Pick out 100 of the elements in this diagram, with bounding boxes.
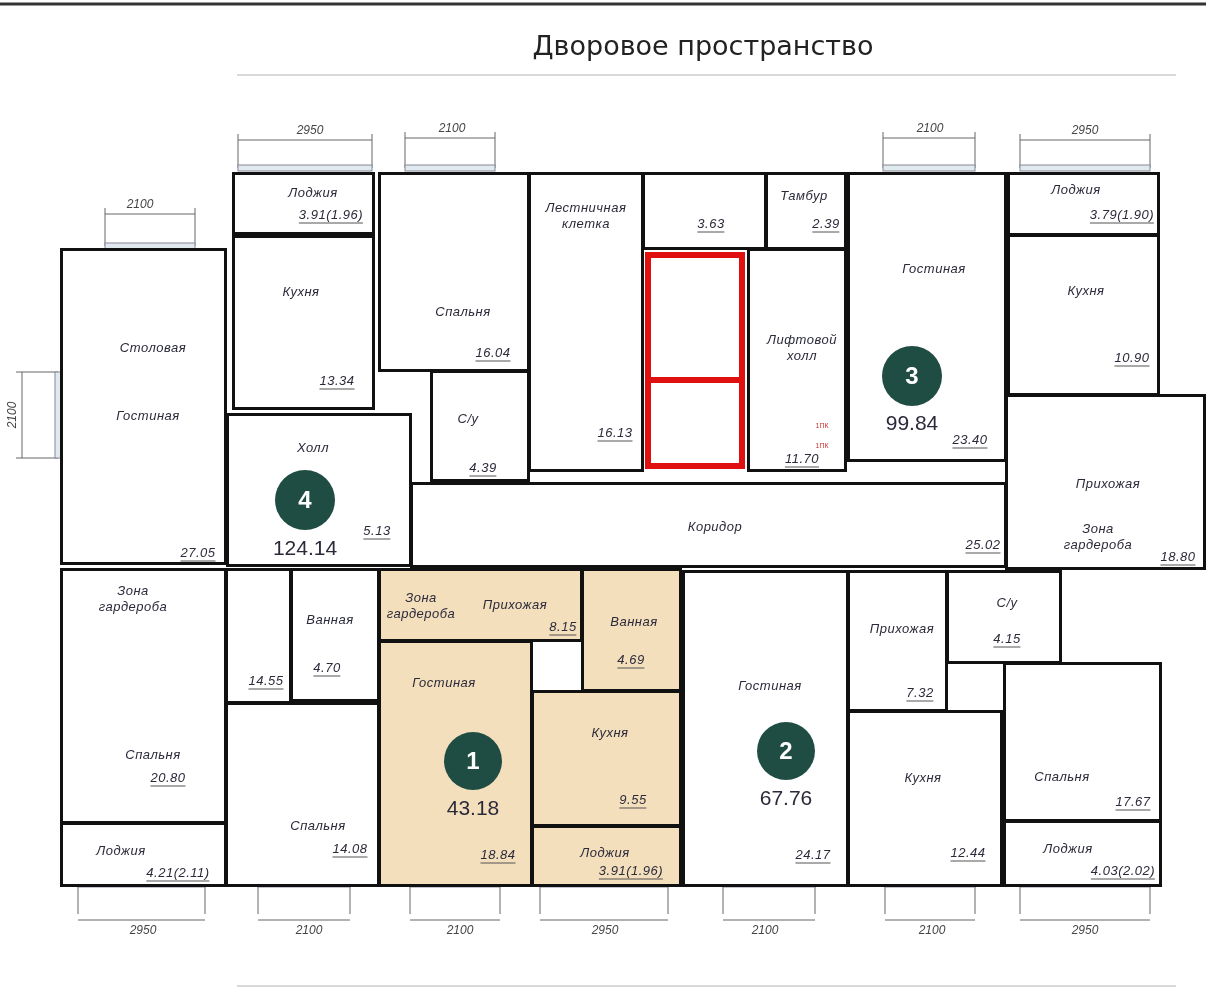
room-name: Холл [297, 440, 329, 456]
room-name: Кухня [904, 770, 942, 786]
room-area: 25.02 [965, 536, 1001, 554]
room [430, 370, 530, 482]
dimension-label: 2100 [295, 923, 323, 937]
room-area: 17.67 [1115, 793, 1151, 811]
room-name: Прихожая [482, 597, 548, 613]
page-title: Дворовое пространство [532, 29, 874, 61]
room-area: 9.55 [619, 791, 647, 809]
room-name: Лифтовой холл [765, 332, 838, 364]
room-area: 7.32 [906, 684, 934, 702]
room [378, 640, 533, 887]
room-area: 4.15 [993, 630, 1021, 648]
room [765, 172, 847, 250]
room-area: 27.05 [180, 544, 216, 562]
room [946, 570, 1062, 664]
room [1003, 662, 1162, 822]
room-area: 5.13 [363, 522, 391, 540]
room [747, 248, 847, 472]
room-name: Кухня [591, 725, 629, 741]
dimension-label: 2950 [296, 123, 324, 137]
room [226, 413, 412, 567]
room [847, 570, 948, 712]
dimension-label: 2100 [918, 923, 946, 937]
room [1007, 234, 1160, 396]
room-area: 3.79(1.90) [1089, 206, 1155, 224]
apartment-area: 124.14 [272, 536, 338, 560]
room-area: 10.90 [1114, 349, 1150, 367]
room [1005, 394, 1206, 570]
room-name: Гостиная [902, 261, 966, 277]
room-name: Лоджия [1051, 182, 1101, 198]
apartment-number-badge: 3 [882, 346, 942, 406]
room-name: Ванная [306, 612, 354, 628]
dimension-label: 2950 [591, 923, 619, 937]
room [232, 172, 375, 235]
room-name: Спальня [290, 818, 346, 834]
room-area: 8.15 [549, 618, 577, 636]
room-name: Прихожая [1075, 476, 1141, 492]
room-name: Ванная [610, 614, 658, 630]
room [378, 568, 583, 642]
room-name: Зона гардероба [97, 583, 169, 615]
room [60, 822, 227, 887]
room-area: 11.70 [784, 450, 820, 468]
room-area: 3.91(1.96) [598, 862, 664, 880]
room-area: 16.04 [475, 344, 511, 362]
dimension-label: 2100 [751, 923, 779, 937]
room-area: 18.80 [1160, 548, 1196, 566]
room-name: Лоджия [96, 843, 146, 859]
room-name: Зона гардероба [385, 590, 457, 622]
room-name: Лестничная клетка [544, 200, 628, 232]
room-name: Лоджия [580, 845, 630, 861]
room-area: 4.69 [617, 651, 645, 669]
dimension-label: 2100 [916, 121, 944, 135]
room [1003, 820, 1162, 887]
apartment-number-badge: 1 [444, 732, 502, 790]
room-area: 14.08 [332, 840, 368, 858]
room-name: Столовая [119, 340, 187, 356]
dimension-label: 2100 [126, 197, 154, 211]
room-area: 16.13 [597, 424, 633, 442]
room-name: С/у [996, 595, 1018, 611]
dimension-label: 2950 [1071, 923, 1099, 937]
room-area: 18.84 [480, 846, 516, 864]
dimension-label: 2100 [438, 121, 466, 135]
room-name: Гостиная [116, 408, 180, 424]
dimension-label: 2100 [5, 401, 19, 429]
room-area: 4.70 [313, 659, 341, 677]
room-name: Спальня [125, 747, 181, 763]
room [847, 710, 1003, 887]
room-area: 4.03(2.02) [1090, 862, 1156, 880]
room-area: 13.34 [319, 372, 355, 390]
room [378, 172, 530, 372]
room-area: 3.91(1.96) [298, 206, 364, 224]
apartment-number-badge: 4 [275, 470, 335, 530]
room [1007, 172, 1160, 236]
room [682, 570, 849, 887]
apartment-area: 99.84 [885, 411, 939, 435]
dimension-label: 2950 [129, 923, 157, 937]
room-name: Гостиная [738, 678, 802, 694]
room [531, 690, 682, 827]
room [847, 172, 1007, 462]
room-area: 14.55 [248, 672, 284, 690]
room-name: Зона гардероба [1062, 521, 1134, 553]
room-area: 23.40 [952, 431, 988, 449]
room-area: 3.63 [697, 215, 725, 233]
room-name: Гостиная [412, 675, 476, 691]
room [531, 825, 682, 887]
room-name: С/у [457, 411, 479, 427]
room-name: Спальня [435, 304, 491, 320]
room [232, 235, 375, 410]
apartment-number-badge: 2 [757, 722, 815, 780]
room-name: Лоджия [1043, 841, 1093, 857]
room-name: Тамбур [780, 188, 828, 204]
room-area: 4.21(2.11) [146, 864, 210, 882]
room [290, 568, 380, 702]
room-name: Кухня [282, 284, 320, 300]
room-name: Прихожая [869, 621, 935, 637]
dimension-label: 2100 [446, 923, 474, 937]
room-area: 4.39 [469, 459, 497, 477]
room [581, 568, 682, 692]
room [225, 568, 292, 704]
